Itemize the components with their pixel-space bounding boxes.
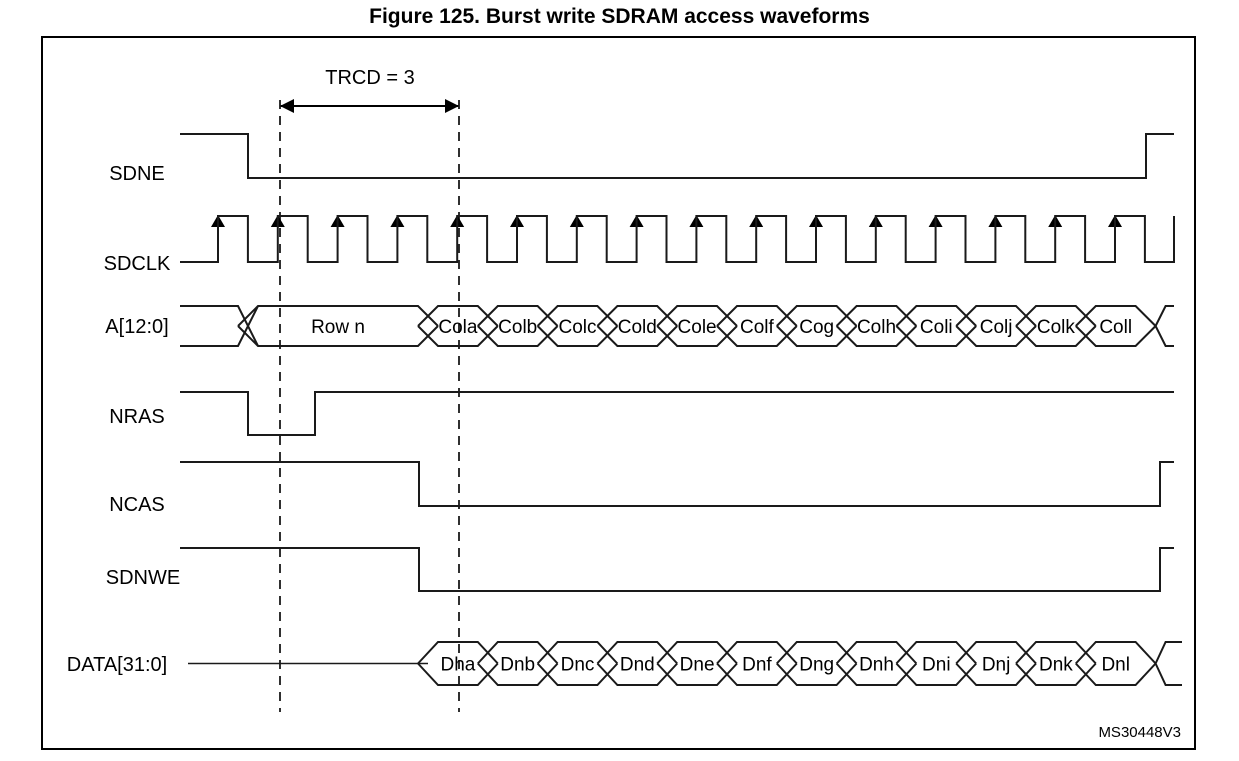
data-bus-value: Dnf — [742, 655, 772, 676]
address-bus-value: Colh — [857, 317, 896, 338]
address-bus-value: Cola — [438, 317, 478, 338]
data-bus-segment — [1075, 641, 1157, 686]
waveform-sdne — [180, 133, 1174, 179]
data-bus-value: Dnb — [500, 655, 535, 676]
data-bus-trailing — [1154, 641, 1182, 686]
address-bus-idle — [180, 305, 259, 347]
signal-label-nras: NRAS — [109, 406, 165, 428]
signal-label-sdclk: SDCLK — [104, 253, 171, 275]
trcd-label: TRCD = 3 — [325, 67, 414, 89]
waveform-address-bus: Row n Cola Colb Colc Cold Cole Colf Cog Colh Coli… — [180, 305, 1174, 347]
data-bus-value: Dng — [799, 655, 834, 676]
diagram-frame — [41, 36, 1196, 750]
address-bus-value: Cold — [618, 317, 657, 338]
address-bus-trailing — [1154, 305, 1174, 347]
address-bus-value: Coli — [920, 317, 953, 338]
waveform-sdnwe — [180, 547, 1174, 592]
address-bus-value: Colj — [980, 317, 1013, 338]
data-bus-value: Dni — [922, 655, 951, 676]
clock-trace — [180, 215, 1175, 263]
address-bus-value: Colf — [740, 317, 775, 338]
signal-label-sdne: SDNE — [109, 163, 165, 185]
data-bus-value: Dnh — [859, 655, 894, 676]
address-bus-value: Cole — [678, 317, 717, 338]
data-bus-value: Dnd — [620, 655, 655, 676]
waveform-sdclk — [180, 215, 1175, 263]
data-bus-value: Dnl — [1101, 655, 1130, 676]
signal-label-sdnwe: SDNWE — [106, 567, 180, 589]
data-bus-value: Dnc — [561, 655, 595, 676]
data-bus-value: Dnk — [1039, 655, 1073, 676]
figure-title: Figure 125. Burst write SDRAM access wav… — [369, 5, 870, 28]
data-bus-value: Dnj — [982, 655, 1011, 676]
address-bus-value: Colb — [498, 317, 537, 338]
waveform-data-bus: Dha Dnb Dnc Dnd Dne Dnf Dng Dnh Dni Dnj Dnk Dnl — [188, 641, 1182, 686]
data-bus-value: Dha — [440, 655, 475, 676]
waveform-ncas — [180, 461, 1174, 507]
figure-reference-code: MS30448V3 — [1098, 724, 1181, 741]
address-bus-value: Cog — [799, 317, 834, 338]
address-bus-value: Colk — [1037, 317, 1076, 338]
signal-label-address: A[12:0] — [105, 316, 168, 338]
address-bus-value: Row n — [311, 317, 365, 338]
signal-label-data: DATA[31:0] — [67, 654, 167, 676]
waveform-nras — [180, 391, 1174, 436]
signal-label-ncas: NCAS — [109, 494, 165, 516]
address-bus-segment — [1075, 305, 1157, 347]
data-bus-value: Dne — [680, 655, 715, 676]
address-bus-value: Colc — [558, 317, 596, 338]
address-bus-value: Coll — [1099, 317, 1132, 338]
